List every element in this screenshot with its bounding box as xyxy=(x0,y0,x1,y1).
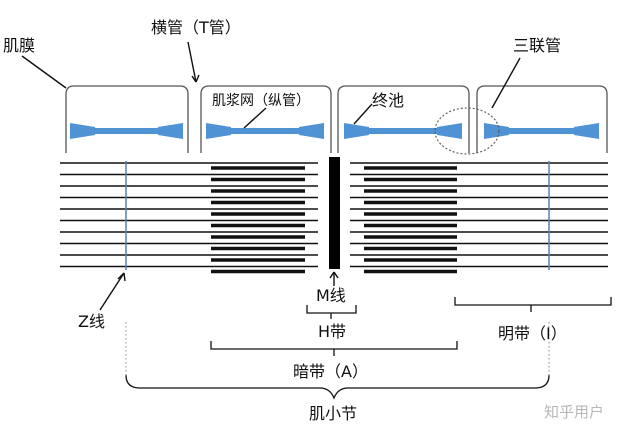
sarcolemma-label: 肌膜 xyxy=(3,36,36,55)
sarcomere-label: 肌小节 xyxy=(309,404,358,423)
sarcoplasmic-reticulum-label: 肌浆网（纵管） xyxy=(212,93,310,109)
sarcolemma-compartments xyxy=(65,85,608,153)
reticulum-pointer xyxy=(243,107,267,129)
a-band-bracket xyxy=(210,341,458,356)
m-line-arrowhead-2 xyxy=(333,271,339,279)
triad-pointer xyxy=(491,57,521,109)
pointer-lines xyxy=(21,41,521,311)
m-line-label: M线 xyxy=(316,286,346,305)
t-tubule-arrowhead xyxy=(191,75,197,83)
t-tubule-pointer xyxy=(187,41,197,83)
compartment-4 xyxy=(476,85,608,153)
compartment-2 xyxy=(200,85,332,153)
triad-marker xyxy=(434,107,500,155)
compartment-1 xyxy=(65,85,189,153)
i-band-bracket xyxy=(454,297,612,312)
h-band-label: H带 xyxy=(318,322,347,341)
triad-label: 三联管 xyxy=(513,36,562,55)
reticulum-tube-2 xyxy=(206,123,324,139)
sarcomere-brace xyxy=(125,374,550,400)
z-line-arrowhead-2 xyxy=(123,272,126,282)
reticulum-tube-3 xyxy=(344,123,462,139)
z-line-pointer xyxy=(99,272,125,311)
terminal-cisterna-label: 终池 xyxy=(372,91,405,110)
sarcolemma-pointer xyxy=(21,55,67,89)
m-line-bar xyxy=(329,157,340,269)
cisterna-pointer xyxy=(353,103,373,125)
h-band-bracket xyxy=(306,305,357,319)
z-line-label: Z线 xyxy=(78,312,105,331)
m-line-arrowhead xyxy=(329,271,335,279)
sarcoplasmic-reticulum xyxy=(70,123,599,139)
reticulum-tube-4 xyxy=(484,123,599,139)
t-tubule-label: 横管（T管） xyxy=(151,18,241,37)
band-brackets xyxy=(125,297,612,400)
a-band-label: 暗带（A） xyxy=(293,362,368,381)
i-band-label: 明带（I） xyxy=(498,324,567,343)
thin-filaments xyxy=(60,162,608,268)
t-tubule-arrowhead-2 xyxy=(195,74,200,83)
reticulum-tube-1 xyxy=(70,123,183,139)
watermark-text: 知乎用户 xyxy=(544,403,605,421)
z-line-arrowhead xyxy=(117,272,125,280)
compartment-3 xyxy=(337,85,470,153)
thick-filaments xyxy=(211,166,457,274)
